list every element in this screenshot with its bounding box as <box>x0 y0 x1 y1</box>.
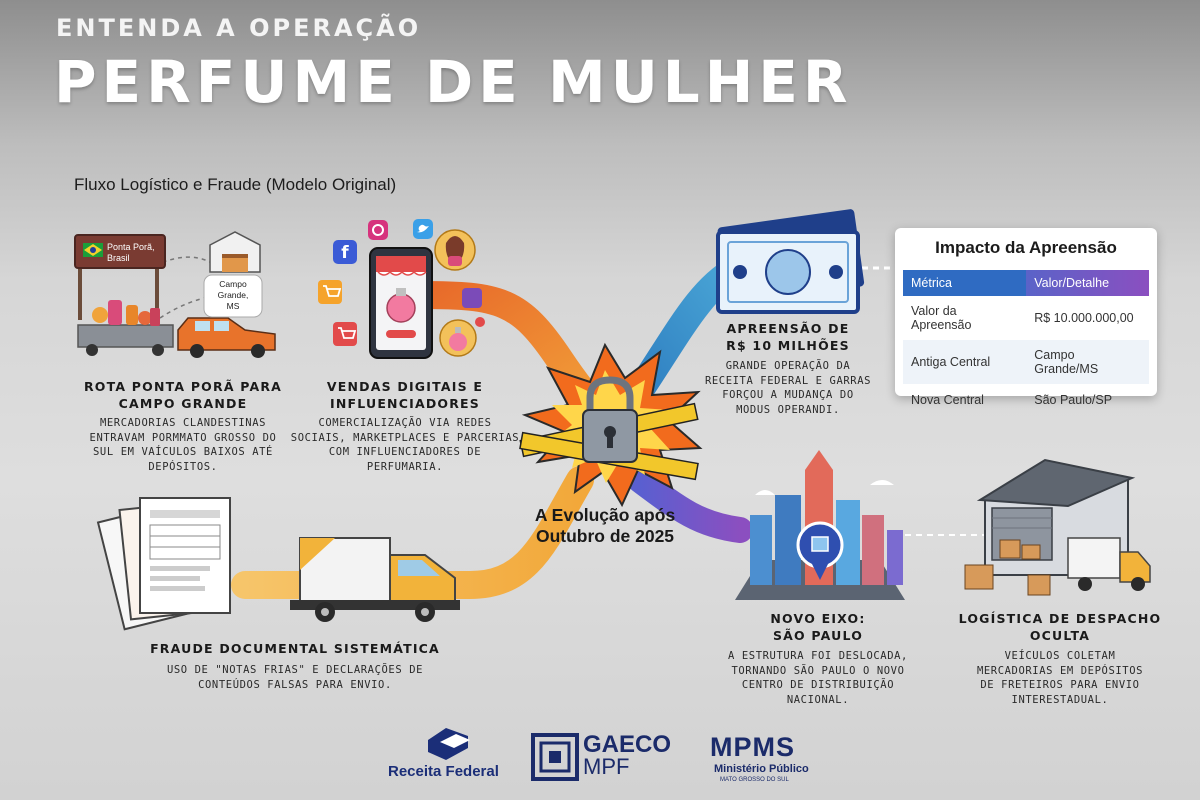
digital-title-line2: INFLUENCIADORES <box>330 396 480 411</box>
route-caption: ROTA PONTA PORÃ PARA CAMPO GRANDE MERCAD… <box>68 378 298 474</box>
warehouse-label-line3: MS <box>227 301 240 311</box>
city-icon <box>735 450 905 600</box>
digital-body-line3: COM INFLUENCIADORES DE <box>328 446 482 458</box>
impact-cell-metric: Antiga Central <box>903 340 1027 384</box>
seizure-body-line2: RECEITA FEDERAL E GARRAS <box>704 374 872 387</box>
hidden-logistics-body-line2: MERCADORIAS EM DEPÓSITOS <box>976 664 1144 677</box>
route-ribbon-purple <box>627 467 753 543</box>
fraud-body-line1: USO DE "NOTAS FRIAS" E DECLARAÇÕES DE <box>166 664 424 676</box>
impact-header-metric: Métrica <box>903 270 1027 296</box>
mpms-state: MATO GROSSO DO SUL <box>720 777 789 783</box>
digital-body-line2: SOCIAIS, MARKETPLACES E PARCERIAS <box>290 431 520 444</box>
route-illustration: Ponta Porã, Brasil Campo Grande, MS <box>74 231 276 358</box>
banknote-icon <box>716 209 865 314</box>
evolution-label-line2: Outubro de 2025 <box>535 526 675 546</box>
hidden-logistics-title-line2: OCULTA <box>1029 628 1091 643</box>
route-ribbon-yellow <box>231 466 594 599</box>
impact-title: Impacto da Apreensão <box>935 238 1117 257</box>
seizure-title-line2: R$ 10 MILHÕES <box>726 338 850 353</box>
digital-title-line1: VENDAS DIGITAIS E <box>326 379 484 394</box>
digital-sales-illustration: f <box>318 219 485 359</box>
impact-table: Métrica Valor/Detalhe Valor da Apreensão… <box>903 270 1149 415</box>
receita-federal-logo <box>428 728 470 760</box>
mpf-label: MPF <box>583 754 630 779</box>
seizure-body-line4: MODUS OPERANDI. <box>736 403 840 416</box>
impact-cell-value: Campo Grande/MS <box>1026 340 1149 384</box>
new-axis-body-line1: A ESTRUTURA FOI DESLOCADA, <box>728 650 908 662</box>
route-body-line1: MERCADORIAS CLANDESTINAS <box>99 417 267 429</box>
digital-body-line4: PERFUMARIA. <box>366 460 444 473</box>
digital-body-line1: COMERCIALIZAÇÃO VIA REDES <box>318 417 492 429</box>
hidden-logistics-body-line3: DE FRETEIROS PARA ENVIO <box>980 679 1140 691</box>
digital-caption: VENDAS DIGITAIS E INFLUENCIADORES COMERC… <box>290 378 520 474</box>
seizure-title-line1: APREENSÃO DE <box>726 321 850 336</box>
impact-cell-value: R$ 10.000.000,00 <box>1034 311 1134 325</box>
table-row: Nova Central São Paulo/SP <box>903 384 1149 415</box>
fraud-title: FRAUDE DOCUMENTAL SISTEMÁTICA <box>150 641 440 656</box>
new-axis-body-line3: CENTRO DE DISTRIBUIÇÃO <box>741 679 895 691</box>
route-title-line2: CAMPO GRANDE <box>118 396 248 411</box>
route-body-line3: SUL EM VAÍCULOS BAIXOS ATÉ <box>93 446 273 458</box>
new-axis-body-line2: TORNANDO SÃO PAULO O NOVO <box>731 664 905 677</box>
truck-icon <box>1067 537 1151 591</box>
section-subtitle: Fluxo Logístico e Fraude (Modelo Origina… <box>74 175 397 194</box>
receita-federal-label: Receita Federal <box>388 763 499 780</box>
warehouse-label-line2: Grande, <box>218 290 249 300</box>
seizure-body-line1: GRANDE OPERAÇÃO DA <box>725 360 851 372</box>
gaeco-logo <box>531 733 579 781</box>
mpms-label: MPMS <box>710 732 795 762</box>
gaeco-label: GAECO <box>583 731 672 758</box>
impact-table-header: Métrica Valor/Detalhe <box>903 270 1149 296</box>
fraud-illustration <box>96 497 460 631</box>
lock-icon <box>519 342 703 508</box>
impact-header-value: Valor/Detalhe <box>1026 270 1149 296</box>
impact-cell-metric: Valor da Apreensão <box>911 304 972 332</box>
table-row: Valor da Apreensão R$ 10.000.000,00 <box>903 296 1149 340</box>
hidden-logistics-title-line1: LOGÍSTICA DE DESPACHO <box>958 611 1162 626</box>
route-body-line2: ENTRAVAM PORMMATO GROSSO DO <box>89 431 277 444</box>
fraud-body-line2: CONTEÚDOS FALSAS PARA ENVIO. <box>198 678 392 691</box>
hidden-logistics-caption: LOGÍSTICA DE DESPACHO OCULTA VEÍCULOS CO… <box>950 610 1170 707</box>
evolution-label-line1: A Evolução após <box>534 505 676 525</box>
warehouse-icon <box>964 458 1136 596</box>
hidden-logistics-body-line4: INTERESTADUAL. <box>1011 693 1109 706</box>
seizure-caption: APREENSÃO DE R$ 10 MILHÕES GRANDE OPERAÇ… <box>688 320 888 417</box>
evolution-label: A Evolução após Outubro de 2025 <box>520 505 690 547</box>
table-row: Antiga Central Campo Grande/MS <box>903 340 1149 384</box>
fraud-caption: FRAUDE DOCUMENTAL SISTEMÁTICA USO DE "NO… <box>140 640 450 692</box>
new-axis-caption: NOVO EIXO: SÃO PAULO A ESTRUTURA FOI DES… <box>718 610 918 707</box>
impact-cell-metric: Nova Central <box>911 392 984 407</box>
new-axis-title-line2: SÃO PAULO <box>772 628 864 643</box>
route-title-line1: ROTA PONTA PORÃ PARA <box>83 379 283 394</box>
svg-text:f: f <box>341 243 349 263</box>
route-body-line4: DEPÓSITOS. <box>148 460 218 473</box>
warehouse-label-line1: Campo <box>219 279 247 289</box>
impact-cell-value: São Paulo/SP <box>1034 392 1113 407</box>
new-axis-title-line1: NOVO EIXO: <box>770 611 866 626</box>
seizure-body-line3: FORÇOU A MUDANÇA DO <box>722 389 854 401</box>
hidden-logistics-body-line1: VEÍCULOS COLETAM <box>1004 650 1116 662</box>
impact-card: Impacto da Apreensão Métrica Valor/Detal… <box>895 228 1157 407</box>
page-title: PERFUME DE MULHER <box>54 48 853 116</box>
header-kicker: ENTENDA A OPERAÇÃO <box>56 14 422 42</box>
mpms-subtitle: Ministério Público <box>714 763 809 775</box>
new-axis-body-line4: NACIONAL. <box>786 693 850 706</box>
route-sign-line2: Brasil <box>107 253 130 263</box>
route-sign-line1: Ponta Porã, <box>107 242 155 252</box>
